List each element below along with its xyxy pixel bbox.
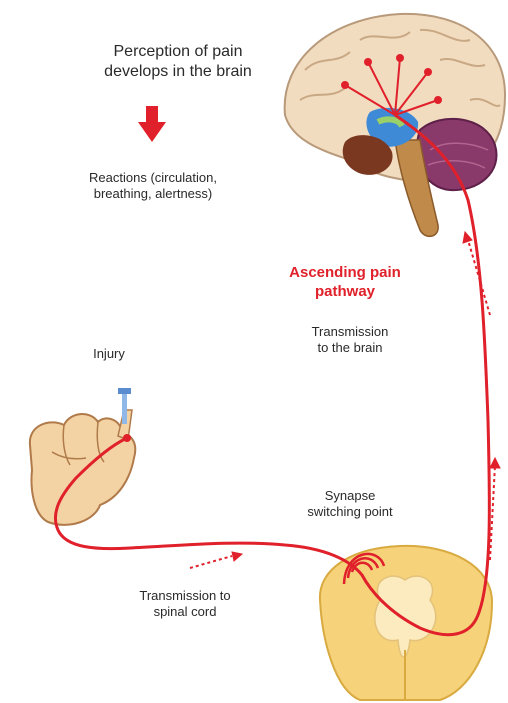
direction-arrow-ascending	[490, 458, 500, 560]
brain-label-line1: Transmission	[290, 324, 410, 340]
reactions-label: Reactions (circulation, breathing, alert…	[48, 170, 258, 203]
transmission-brain-label: Transmission to the brain	[290, 324, 410, 357]
needle-icon	[122, 392, 127, 424]
perception-label-line2: develops in the brain	[78, 62, 278, 82]
ascending-label-line1: Ascending pain	[270, 264, 420, 283]
hand-illustration	[30, 388, 135, 525]
spinal-label-line1: Transmission to	[100, 588, 270, 604]
cerebellum	[417, 119, 497, 190]
reactions-label-line2: breathing, alertness)	[48, 186, 258, 202]
synapse-label-line2: switching point	[290, 504, 410, 520]
synapse-label: Synapse switching point	[290, 488, 410, 521]
red-down-arrow-icon	[138, 106, 166, 142]
spinal-label-line2: spinal cord	[100, 604, 270, 620]
brain-label-line2: to the brain	[290, 340, 410, 356]
reactions-label-line1: Reactions (circulation,	[48, 170, 258, 186]
direction-arrow-spinal	[190, 552, 242, 568]
synapse-label-line1: Synapse	[290, 488, 410, 504]
perception-label-line1: Perception of pain	[78, 42, 278, 62]
perception-label: Perception of pain develops in the brain	[78, 42, 278, 82]
ascending-label-line2: pathway	[270, 283, 420, 302]
ascending-pathway-label: Ascending pain pathway	[270, 264, 420, 302]
transmission-spinal-label: Transmission to spinal cord	[100, 588, 270, 621]
brain-illustration	[285, 14, 505, 236]
injury-label: Injury	[74, 346, 144, 362]
